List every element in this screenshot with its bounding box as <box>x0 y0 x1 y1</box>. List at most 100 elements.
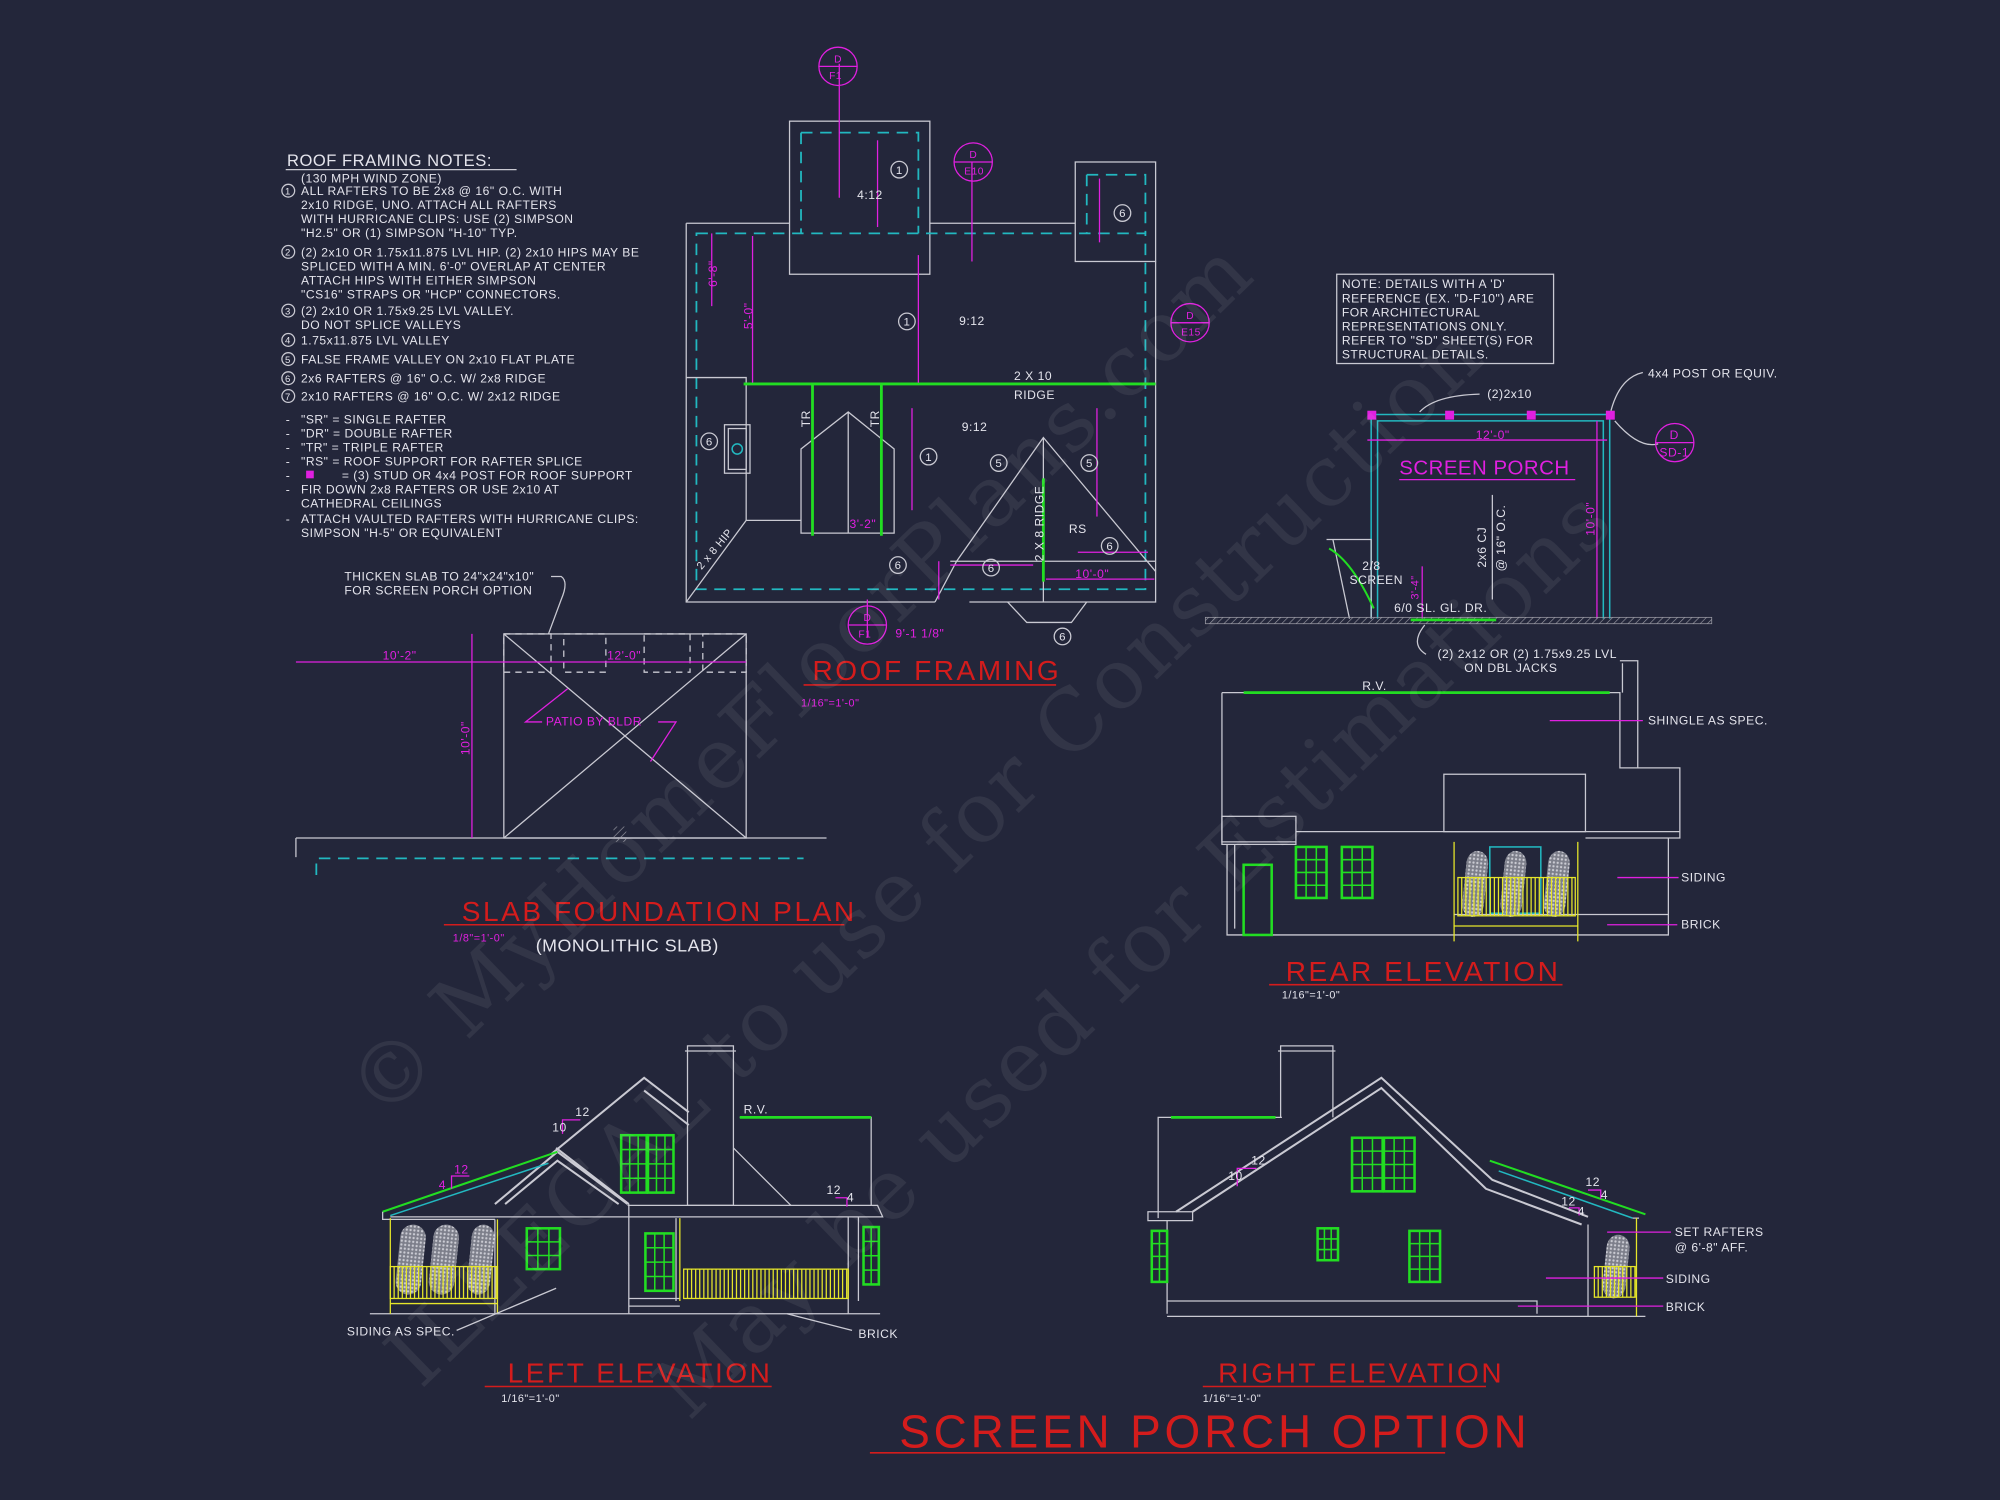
door-size: 2/8 <box>1362 559 1380 573</box>
porch-pitch-run: 12 <box>454 1162 469 1176</box>
detail-letter: D <box>1186 311 1194 322</box>
pitch-rear: 9:12 <box>959 314 985 328</box>
callout-circle <box>890 160 909 179</box>
callout-number: 6 <box>1119 208 1126 220</box>
tr-label: TR <box>868 410 882 427</box>
post-symbol <box>306 470 314 479</box>
porch-pitch-run: 12 <box>1561 1194 1576 1208</box>
rear-windows <box>1242 845 1374 937</box>
note-line: STRUCTURAL DETAILS. <box>1342 347 1489 361</box>
door-type: SCREEN <box>1349 573 1403 587</box>
callout-number: 5 <box>1086 458 1093 470</box>
screen-porch-title: SCREEN PORCH <box>1399 457 1569 479</box>
thickened-footings <box>503 633 747 673</box>
slider-label: 6/0 SL. GL. DR. <box>1394 601 1487 615</box>
detail-letter: D <box>1670 428 1679 442</box>
pitch-symbols <box>450 1119 848 1207</box>
window <box>1294 845 1328 900</box>
detail-letter: D <box>969 150 977 161</box>
detail-sheet: E15 <box>1181 327 1201 338</box>
dim-3-2: 3'-2" <box>849 517 876 531</box>
note-line: REFERENCE (EX. "D-F10") ARE <box>1342 291 1535 305</box>
legend-line: CATHEDRAL CEILINGS <box>301 497 442 511</box>
note-line: "H2.5" OR (1) SIMPSON "H-10" TYP. <box>301 226 518 240</box>
slope-hatch <box>613 826 627 842</box>
legend-dash: - <box>286 426 291 440</box>
slab-note-line-1: THICKEN SLAB TO 24"x24"x10" <box>344 569 534 583</box>
left-rv-label: R.V. <box>744 1103 768 1117</box>
porch-walls <box>1370 413 1611 619</box>
note-number-circle <box>281 371 296 386</box>
pitch-symbols <box>1236 1167 1602 1216</box>
left-elevation: 12 10 12 4 12 4 R.V. SIDING AS SPEC. BRI… <box>347 1045 898 1405</box>
note-number: 1 <box>285 187 291 198</box>
note-line: "CS16" STRAPS OR "HCP" CONNECTORS. <box>301 287 561 301</box>
callout-number: 1 <box>925 452 932 464</box>
dim-9-1-1-8: 9'-1 1/8" <box>895 627 944 641</box>
legend-dash: - <box>286 512 291 526</box>
note-line: NOTE: DETAILS WITH A 'D' <box>1342 277 1505 291</box>
slab-note-line-2: FOR SCREEN PORCH OPTION <box>344 583 532 597</box>
detail-sheet: SD-1 <box>1659 446 1689 460</box>
legend-line: SIMPSON "H-5" OR EQUIVALENT <box>301 526 503 540</box>
shingle-label: SHINGLE AS SPEC. <box>1648 713 1768 727</box>
right-porch-railing <box>1593 1234 1636 1299</box>
roof-framing-notes: ROOF FRAMING NOTES: (130 MPH WIND ZONE) … <box>281 151 639 540</box>
detail-sheet: F1 <box>829 71 842 82</box>
siding-label: SIDING <box>1666 1272 1711 1286</box>
dormer-roof <box>788 120 931 275</box>
legend-dash: - <box>286 455 291 469</box>
ridge-size: 2 X 10 <box>1014 369 1052 383</box>
screen-porch-plan: (2)2x10 4x4 POST OR EQUIV. 12'-0" SCREEN… <box>1204 367 1777 675</box>
header-line-1: (2) 2x12 OR (2) 1.75x9.25 LVL <box>1438 647 1617 661</box>
rear-elevation: R.V. SHINGLE AS SPEC. SIDING BRICK REAR … <box>1221 660 1768 1002</box>
callout-circle <box>700 432 719 451</box>
legend-line: "SR" = SINGLE RAFTER <box>301 412 447 426</box>
note-number-circle <box>281 183 296 198</box>
main-gable <box>1175 1076 1589 1226</box>
callout-circle <box>897 312 916 331</box>
dim-depth: 10'-0" <box>458 721 472 755</box>
wall-line-dashed <box>695 232 1147 591</box>
rafters-note-2: @ 6'-8" AFF. <box>1675 1240 1748 1254</box>
right-pitch-run: 12 <box>827 1183 842 1197</box>
note-number-circle <box>281 244 296 259</box>
right-elevation-title: RIGHT ELEVATION <box>1218 1358 1504 1389</box>
note-number-circle <box>281 352 296 367</box>
legend-dash: - <box>286 441 291 455</box>
window <box>862 1225 881 1286</box>
rs-label: RS <box>1069 522 1087 536</box>
callout-circle <box>1053 627 1072 646</box>
tr-label: TR <box>799 410 813 427</box>
callout-circle <box>989 454 1008 472</box>
window <box>1150 1229 1169 1284</box>
railing <box>1457 876 1576 917</box>
note-line: FOR ARCHITECTURAL <box>1342 305 1481 319</box>
left-elevation-title: LEFT ELEVATION <box>508 1358 773 1389</box>
callout-number: 6 <box>706 437 713 449</box>
rear-rv-label: R.V. <box>1362 679 1386 693</box>
note-line: ATTACH HIPS WITH EITHER SIMPSON <box>301 273 536 287</box>
porch-pitch-rise: 4 <box>439 1178 446 1192</box>
note-line: 2x10 RAFTERS @ 16" O.C. W/ 2x12 RIDGE <box>301 390 561 404</box>
note-line: REPRESENTATIONS ONLY. <box>1342 319 1507 333</box>
brick-label: BRICK <box>858 1327 898 1341</box>
window <box>525 1227 562 1271</box>
note-line: SPLICED WITH A MIN. 6'-0" OVERLAP AT CEN… <box>301 259 606 273</box>
window <box>1382 1136 1416 1193</box>
left-elevation-scale: 1/16"=1'-0" <box>501 1393 559 1405</box>
porch-depth-dim: 10'-0" <box>1583 502 1597 536</box>
chimney <box>1619 660 1639 768</box>
rear-door <box>1242 863 1273 937</box>
right-elevation-scale: 1/16"=1'-0" <box>1203 1393 1261 1405</box>
callout-number: 5 <box>995 458 1002 470</box>
legend-dash: - <box>286 469 291 483</box>
note-line: 2x10 RIDGE, UNO. ATTACH ALL RAFTERS <box>301 198 557 212</box>
callout-number: 6 <box>1059 632 1066 644</box>
note-number: 7 <box>285 392 291 403</box>
material-leaders <box>1549 720 1679 926</box>
callout-number: 6 <box>988 563 995 575</box>
note-line: REFER TO "SD" SHEET(S) FOR <box>1342 333 1534 347</box>
porch-pitch-run: 12 <box>1585 1175 1600 1189</box>
